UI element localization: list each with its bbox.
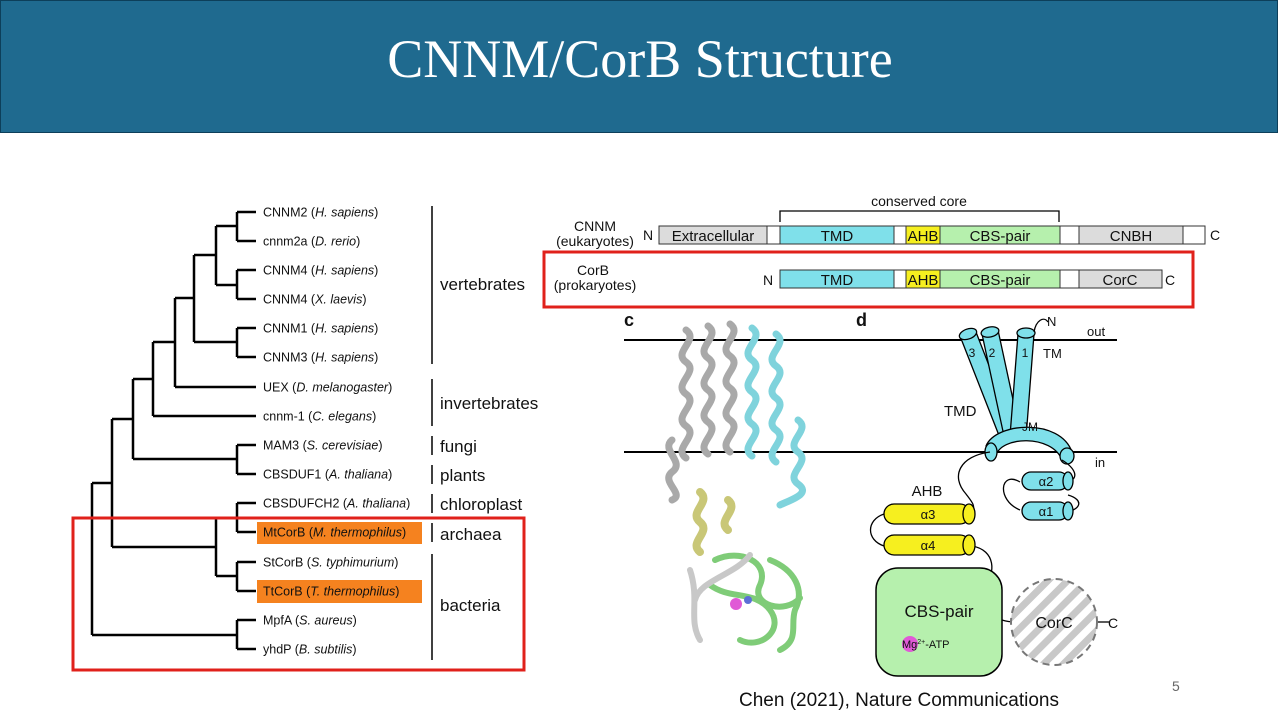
leaf-label: MpfA (S. aureus) <box>263 614 357 628</box>
group-label: chloroplast <box>440 495 522 514</box>
jm-label: JM <box>1022 420 1038 434</box>
leaf-label: CNNM3 (H. sapiens) <box>263 351 378 365</box>
cbs-domain-ribbon <box>707 552 803 653</box>
leaf-label: MtCorB (M. thermophilus) <box>263 526 406 540</box>
out-label: out <box>1087 324 1105 339</box>
n-terminus-label: N <box>1047 314 1056 329</box>
group-label: bacteria <box>440 596 501 615</box>
alpha3-label: α3 <box>921 507 936 522</box>
cnnm-c-term: C <box>1210 227 1220 243</box>
leaf-label: MAM3 (S. cerevisiae) <box>263 439 383 453</box>
leaf-label: cnnm2a (D. rerio) <box>263 235 360 249</box>
highlight-mtcorb <box>257 522 422 544</box>
helix-2-label: 2 <box>989 346 996 360</box>
tm-label: TM <box>1043 346 1062 361</box>
cnnm-linker <box>1059 225 1080 245</box>
cnnm-sub-label: (eukaryotes) <box>556 233 634 249</box>
cbs-domain-ribbon-grey <box>687 552 753 643</box>
cnnm-n-term: N <box>643 227 653 243</box>
cbs-pair-domain <box>875 567 1003 677</box>
cnnm-ahb-label: AHB <box>908 228 939 245</box>
tm-helices-cyan <box>744 324 806 509</box>
leaf-label: StCorB (S. typhimurium) <box>263 556 398 570</box>
leaf-label: UEX (D. melanogaster) <box>263 381 392 395</box>
panel-d-letter: d <box>856 310 867 330</box>
helix-1-label: 1 <box>1022 346 1029 360</box>
title-banner <box>0 0 1278 133</box>
corb-corc-label: CorC <box>1102 272 1137 289</box>
corb-tmd-label: TMD <box>821 272 854 289</box>
highlight-ttcorb <box>257 580 422 603</box>
cnnm-tail <box>1182 225 1206 245</box>
ahb-helices <box>692 488 736 556</box>
corb-highlight-box <box>542 250 1195 309</box>
mg-atp-label: Mg2+-ATP <box>902 639 950 651</box>
alpha4-label: α4 <box>921 538 936 553</box>
group-label: archaea <box>440 525 502 544</box>
domain-architecture: conserved core CNNM (eukaryotes) N Extra… <box>542 193 1220 309</box>
corb-c-term: C <box>1165 272 1175 288</box>
c-terminus-label: C <box>1108 615 1118 631</box>
corb-corc-domain <box>1078 269 1163 289</box>
alpha1-label: α1 <box>1039 504 1054 519</box>
conserved-core-label: conserved core <box>871 193 967 209</box>
panel-d-topology: d N out in 3 2 1 TM TMD JM <box>856 310 1118 677</box>
cnnm-cnbh-label: CNBH <box>1110 228 1153 245</box>
leaf-label: TtCorB (T. thermophilus) <box>263 585 399 599</box>
leaf-label: CNNM1 (H. sapiens) <box>263 322 378 336</box>
corb-label: CorB <box>577 262 609 278</box>
citation: Chen (2021), Nature Communications <box>739 690 1059 711</box>
ahb-cartoon-label: AHB <box>912 483 943 500</box>
leaf-label: cnnm-1 (C. elegans) <box>263 410 376 424</box>
in-label: in <box>1095 455 1105 470</box>
leaf-label: yhdP (B. subtilis) <box>263 643 357 657</box>
leaf-label: CBSDUFCH2 (A. thaliana) <box>263 497 410 511</box>
cnnm-linker <box>893 225 907 245</box>
cnnm-tmd-label: TMD <box>821 228 854 245</box>
mg-ion <box>902 636 918 652</box>
n-terminus-loop <box>1033 318 1049 333</box>
alpha2-label: α2 <box>1039 474 1054 489</box>
panel-c-letter: c <box>624 310 634 330</box>
slide-title: CNNM/CorB Structure <box>387 29 893 89</box>
corb-sub-label: (prokaryotes) <box>554 277 636 293</box>
group-label: vertebrates <box>440 275 525 294</box>
corc-domain <box>1010 578 1098 666</box>
group-label: invertebrates <box>440 394 538 413</box>
prokaryote-highlight-box <box>71 516 526 672</box>
tm-helices-grey <box>665 320 738 504</box>
corb-n-term: N <box>763 272 773 288</box>
leaf-label: CNNM4 (H. sapiens) <box>263 264 378 278</box>
corb-cbs-label: CBS-pair <box>970 272 1031 289</box>
leaf-label: CNNM4 (X. laevis) <box>263 293 367 307</box>
corc-label: CorC <box>1035 615 1072 632</box>
tmd-label: TMD <box>944 403 977 420</box>
cnnm-linker <box>766 225 781 245</box>
tree-branches <box>90 210 256 651</box>
panel-c-structure: c <box>624 310 1117 653</box>
leaf-label: CBSDUF1 (A. thaliana) <box>263 468 392 482</box>
group-label: fungi <box>440 437 477 456</box>
corb-linker <box>1059 269 1080 289</box>
cnnm-cbs-label: CBS-pair <box>970 228 1031 245</box>
cnnm-label: CNNM <box>574 218 616 234</box>
mg-atp-ligand <box>730 598 742 610</box>
leaf-label: CNNM2 (H. sapiens) <box>263 206 378 220</box>
conserved-core-bracket <box>779 210 1060 222</box>
helix-3-label: 3 <box>969 346 976 360</box>
slide-number: 5 <box>1172 678 1180 694</box>
atp-ligand <box>744 596 752 604</box>
corb-ahb-label: AHB <box>908 272 939 289</box>
cbs-pair-label: CBS-pair <box>905 602 974 621</box>
cnnm-extracellular-label: Extracellular <box>672 228 755 245</box>
phylogenetic-tree: CNNM2 (H. sapiens) cnnm2a (D. rerio) CNN… <box>71 206 538 672</box>
group-label: plants <box>440 466 485 485</box>
corb-linker <box>893 269 907 289</box>
